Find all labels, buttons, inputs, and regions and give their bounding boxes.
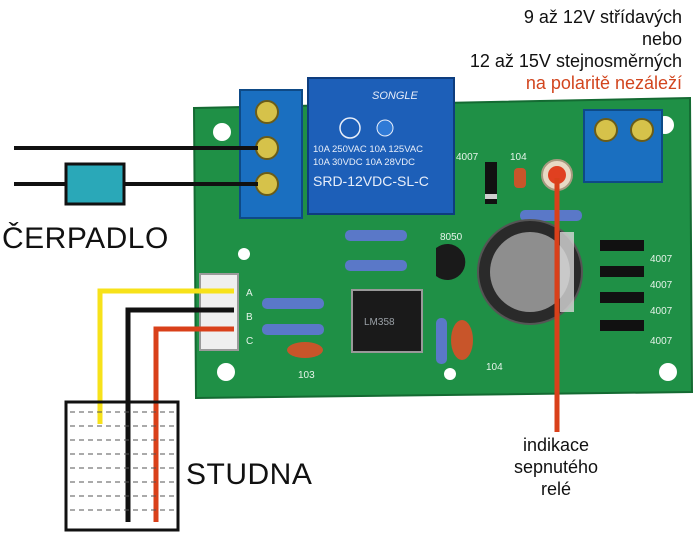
well-label: STUDNA: [186, 458, 313, 491]
relay-rating-1: 10A 250VAC 10A 125VAC: [313, 144, 423, 155]
probe-wire-black: [125, 307, 234, 522]
diode-top: [485, 162, 497, 204]
terminal-screw: [255, 172, 279, 196]
terminal-screw: [255, 136, 279, 160]
power-note-line-3: 12 až 15V stejnosměrných: [469, 51, 682, 71]
cap-bottom-right: [451, 320, 473, 360]
relay-model: SRD-12VDC-SL-C: [313, 173, 429, 189]
diode-right: [600, 292, 644, 303]
connector-pin-b: B: [246, 312, 253, 323]
cap-bottom-left: [287, 342, 323, 358]
connector-pin-a: A: [246, 288, 253, 299]
well: [64, 400, 180, 532]
relay-seal-icon: [339, 117, 361, 139]
relay-rating-2: 10A 30VDC 10A 28VDC: [313, 157, 415, 168]
power-note-line-1: 9 až 12V střídavých: [523, 7, 682, 27]
pump-label: ČERPADLO: [2, 222, 169, 255]
terminal-screw: [594, 118, 618, 142]
mount-hole: [213, 123, 231, 141]
indicator-label-line-2: sepnutého: [513, 457, 599, 477]
indicator-label-line-1: indikace: [522, 435, 590, 455]
transistor-mark: 8050: [440, 232, 463, 243]
resistor: [262, 298, 324, 309]
mount-hole: [217, 363, 235, 381]
relay: [307, 77, 455, 215]
transistor: [436, 244, 466, 280]
power-note-line-2: nebo: [641, 29, 682, 49]
cap-bottom-left-mark: 103: [298, 370, 315, 381]
indicator-label-line-3: relé: [540, 479, 571, 499]
connector-pin-c: C: [246, 336, 253, 347]
probe-wire-yellow: [97, 288, 234, 424]
diode-right-mark: 4007: [650, 280, 673, 291]
resistor: [345, 260, 407, 271]
ic-chip-mark: LM358: [364, 317, 395, 328]
mount-hole: [659, 363, 677, 381]
diode-right-mark: 4007: [650, 336, 673, 347]
cap-bottom-right-mark: 104: [486, 362, 503, 373]
capacitor-top: [490, 232, 570, 312]
power-terminal-block: [583, 109, 663, 183]
pump-icon: [64, 162, 126, 206]
terminal-screw: [630, 118, 654, 142]
diode-right: [600, 240, 644, 251]
led-lens: [548, 166, 566, 184]
power-note-line-4: na polaritě nezáleží: [525, 73, 682, 93]
mount-hole: [238, 248, 250, 260]
cap-top: [514, 168, 526, 188]
diode-top-mark: 4007: [456, 152, 479, 163]
diode-right-mark: 4007: [650, 306, 673, 317]
diode-right: [600, 320, 644, 331]
resistor: [520, 210, 582, 221]
capacitor-stripe: [560, 232, 574, 312]
diode-right-mark: 4007: [650, 254, 673, 265]
probe-wire-red: [153, 326, 234, 522]
cap-top-mark: 104: [510, 152, 527, 163]
resistor: [262, 324, 324, 335]
mount-hole: [444, 368, 456, 380]
terminal-screw: [255, 100, 279, 124]
diode-right: [600, 266, 644, 277]
power-note: 9 až 12V střídavých nebo 12 až 15V stejn…: [430, 6, 682, 94]
resistor: [436, 318, 447, 364]
ic-chip: [351, 289, 423, 353]
diode-band: [485, 194, 497, 199]
relay-brand: SONGLE: [372, 90, 419, 102]
resistor: [345, 230, 407, 241]
indicator-label: indikace sepnutého relé: [496, 434, 616, 500]
relay-button-icon: [376, 119, 394, 137]
